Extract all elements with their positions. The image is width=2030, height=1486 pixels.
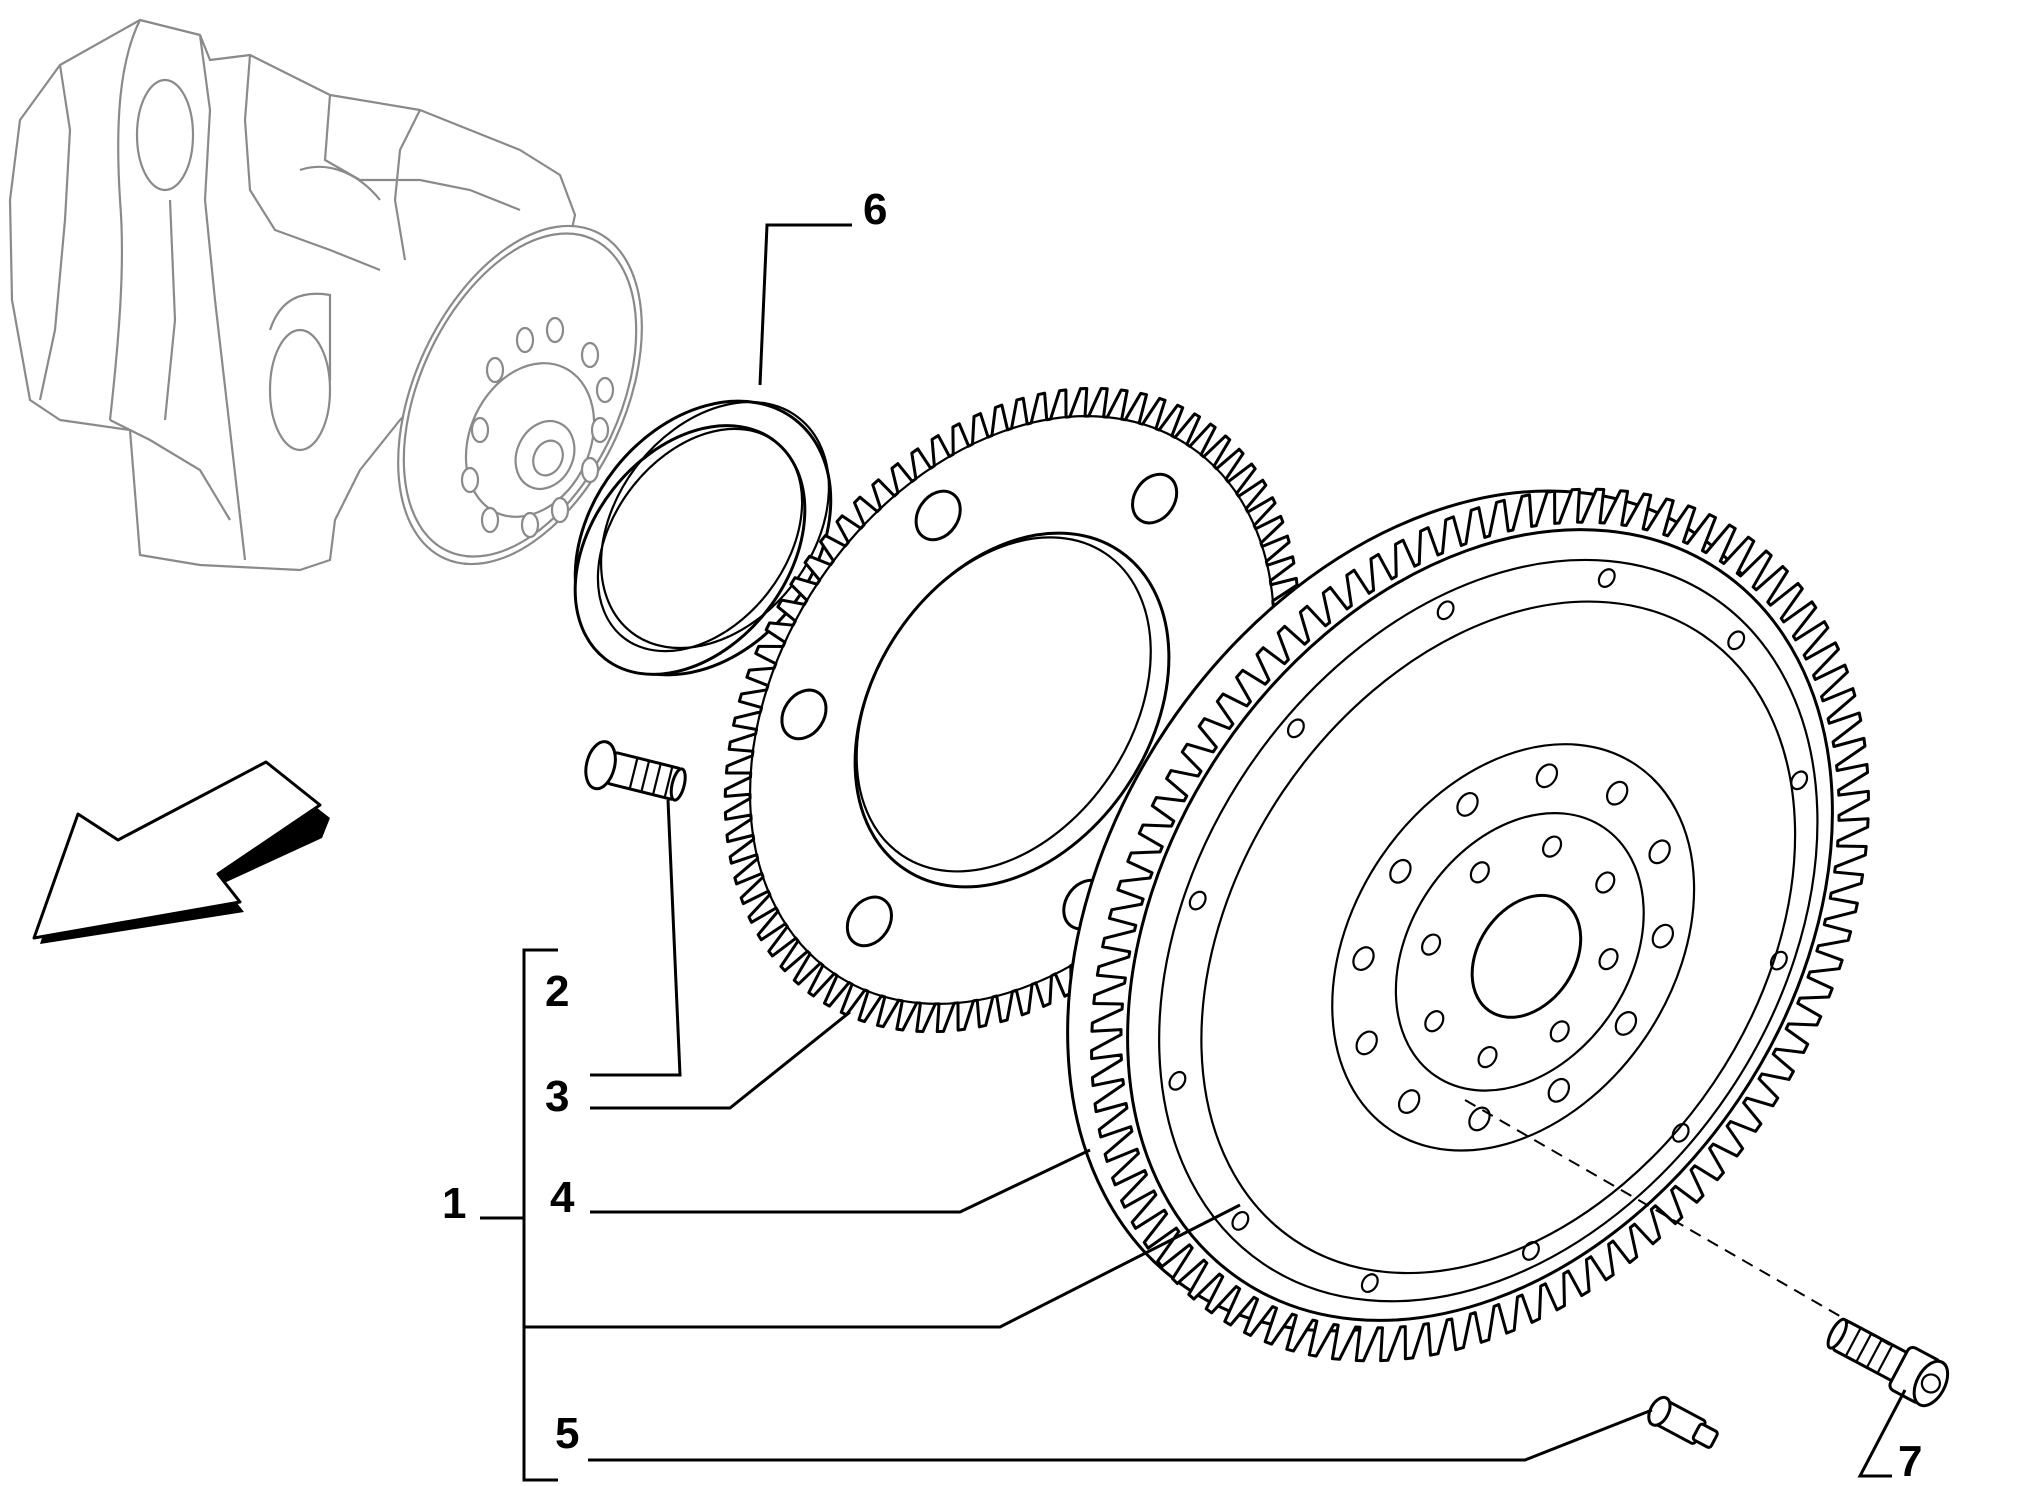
direction-arrow — [32, 760, 330, 944]
flywheel-hole — [1355, 1030, 1378, 1056]
flywheel-hole — [1477, 1045, 1498, 1069]
callout-6: 6 — [863, 185, 888, 234]
flywheel-hole — [1727, 630, 1746, 651]
flywheel-hole — [1188, 890, 1207, 911]
flywheel-hole — [1671, 1122, 1690, 1143]
oil-seal-ring-drawing — [573, 399, 833, 677]
flywheel-hole — [1436, 600, 1455, 621]
callout-3: 3 — [545, 1072, 570, 1121]
flywheel-hole — [1397, 1089, 1421, 1114]
flywheel-drawing — [1066, 487, 1870, 1363]
flywheel-hole — [1286, 718, 1305, 739]
callout-4: 4 — [550, 1173, 575, 1222]
flywheel-hole — [1541, 835, 1563, 858]
flywheel-screw-drawing — [584, 740, 687, 802]
flywheel-hole — [1469, 861, 1490, 884]
flywheel-hole — [1456, 791, 1479, 817]
centering-pin-drawing — [1647, 1395, 1719, 1449]
flywheel-hole — [1597, 568, 1616, 588]
flywheel-hole — [1598, 947, 1619, 971]
flywheel-hole — [1549, 1020, 1570, 1043]
flywheel-hole — [1421, 933, 1442, 956]
flywheel-hole — [1231, 1210, 1250, 1231]
flywheel-hole — [1595, 871, 1616, 894]
flywheel-bolt-drawing — [1826, 1317, 1950, 1408]
flywheel-hole — [1651, 923, 1675, 949]
flywheel-hole — [1769, 950, 1788, 971]
flywheel-hole — [1352, 946, 1375, 971]
flywheel-hole — [1389, 858, 1412, 884]
callout-7: 7 — [1898, 1437, 1923, 1486]
crankshaft-reference-drawing — [8, 18, 643, 572]
callout-1: 1 — [442, 1179, 467, 1228]
flywheel-hole — [1790, 770, 1809, 791]
callout-5: 5 — [555, 1409, 580, 1458]
leader-lines — [480, 223, 1907, 1482]
flywheel-hole — [1614, 1011, 1638, 1036]
flywheel-hole — [1547, 1077, 1571, 1103]
flywheel-hole — [1648, 839, 1671, 865]
flywheel-hole — [1468, 1106, 1491, 1132]
flywheel-hole — [1424, 1010, 1445, 1033]
flywheel-hole — [1168, 1070, 1187, 1091]
flywheel-hole — [1360, 1273, 1379, 1294]
callout-2: 2 — [545, 967, 570, 1016]
flywheel-hole — [1605, 780, 1629, 806]
flywheel-hole — [1521, 1241, 1540, 1261]
flywheel-hole — [1535, 763, 1559, 789]
